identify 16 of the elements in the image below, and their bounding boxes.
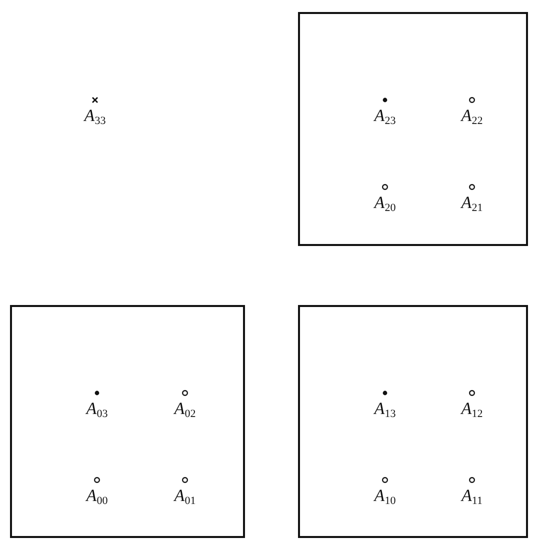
frame-box bbox=[298, 12, 528, 246]
frame-box bbox=[10, 305, 245, 538]
point-label: A$_{22}$ bbox=[459, 106, 484, 129]
point-label: A$_{10}$ bbox=[372, 486, 397, 509]
point-label: A$_{12}$ bbox=[459, 399, 484, 422]
frame-box bbox=[298, 305, 528, 538]
point-label: A$_{20}$ bbox=[372, 193, 397, 216]
point-label: A$_{02}$ bbox=[172, 399, 197, 422]
point-label: A$_{13}$ bbox=[372, 399, 397, 422]
point-label: A$_{23}$ bbox=[372, 106, 397, 129]
point-label: A$_{11}$ bbox=[460, 486, 484, 509]
point-label: A$_{33}$ bbox=[82, 106, 107, 129]
point-label: A$_{00}$ bbox=[84, 486, 109, 509]
point-label: A$_{03}$ bbox=[84, 399, 109, 422]
point-label: A$_{21}$ bbox=[459, 193, 484, 216]
point-label: A$_{01}$ bbox=[172, 486, 197, 509]
